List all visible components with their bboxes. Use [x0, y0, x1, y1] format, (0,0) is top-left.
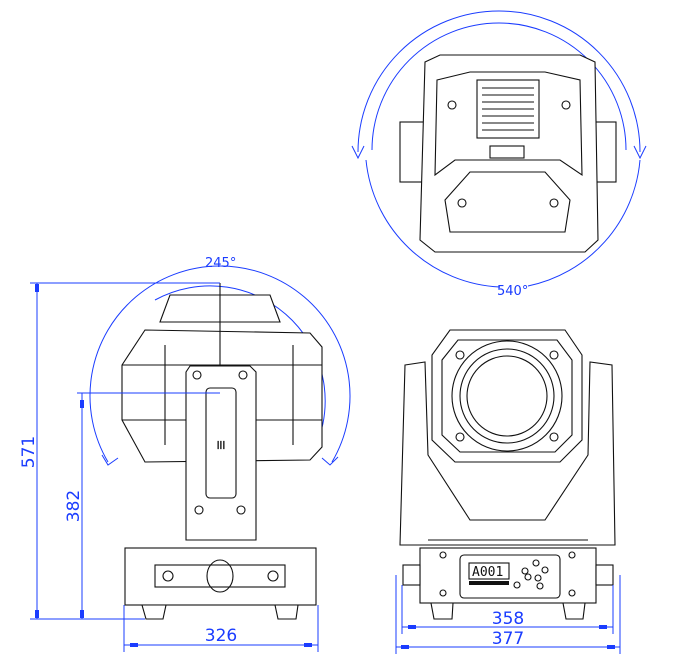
arrow-icon — [351, 145, 365, 160]
screw-icon — [568, 589, 576, 597]
screw-icon — [561, 100, 571, 110]
tilt-arc-inner — [154, 285, 326, 459]
front-view: A001 — [399, 329, 616, 620]
panel-button[interactable] — [513, 581, 521, 589]
screw-icon — [455, 350, 465, 360]
screw-icon — [267, 570, 279, 582]
pan-arc-top — [357, 10, 641, 153]
screw-icon — [439, 551, 447, 559]
pan-angle-label: 540° — [497, 284, 528, 299]
tilt-angle-label: 245° — [205, 256, 236, 271]
screw-icon — [549, 350, 559, 360]
display-text: A001 — [472, 565, 503, 580]
top-view: 540° — [351, 10, 647, 299]
screw-icon — [162, 570, 174, 582]
foot — [274, 604, 299, 620]
foot — [430, 602, 454, 620]
screw-icon — [549, 198, 559, 208]
side-view: 245° ≡ — [89, 256, 351, 620]
lens-ring — [451, 340, 563, 452]
screw-icon — [457, 198, 467, 208]
display-screen — [468, 562, 510, 580]
arrow-icon — [633, 145, 647, 160]
height-total-label: 571 — [19, 436, 39, 468]
screw-icon — [236, 505, 246, 515]
panel-button[interactable] — [521, 567, 529, 575]
panel-button[interactable] — [541, 566, 549, 574]
screw-icon — [439, 589, 447, 597]
pan-arc-bottom-right — [527, 159, 641, 287]
screw-icon — [192, 370, 202, 380]
screw-icon — [194, 505, 204, 515]
side-dimensions: 571 382 326 — [19, 282, 319, 652]
width-base-label: 326 — [205, 626, 237, 646]
display-buttons-strip — [469, 581, 509, 585]
foot — [141, 604, 167, 620]
screw-icon — [238, 370, 248, 380]
screw-icon — [549, 432, 559, 442]
panel-button[interactable] — [532, 559, 540, 567]
pan-arc-inner — [371, 22, 627, 151]
front-total-width-label: 377 — [492, 629, 524, 649]
height-pivot-label: 382 — [64, 490, 84, 522]
screw-icon — [447, 100, 457, 110]
svg-text:≡: ≡ — [211, 440, 230, 450]
panel-button[interactable] — [524, 573, 532, 581]
handle-left — [402, 564, 421, 586]
panel-button[interactable] — [536, 582, 544, 590]
front-yoke — [399, 361, 616, 546]
lens — [466, 355, 548, 437]
arm-logo-plate — [205, 387, 237, 499]
handle-right — [595, 564, 614, 586]
logo-plate — [489, 145, 525, 159]
front-base-width-label: 358 — [492, 609, 524, 629]
arrow-icon — [321, 456, 339, 466]
foot — [562, 602, 586, 620]
front-dimensions: 358 377 — [395, 575, 621, 654]
panel-button[interactable] — [534, 574, 542, 582]
screw-icon — [455, 432, 465, 442]
base-handle — [154, 564, 286, 588]
tilt-arc-outer — [89, 265, 351, 463]
screw-icon — [568, 551, 576, 559]
pan-arc-bottom-left — [365, 159, 501, 288]
arrow-icon — [101, 454, 119, 466]
